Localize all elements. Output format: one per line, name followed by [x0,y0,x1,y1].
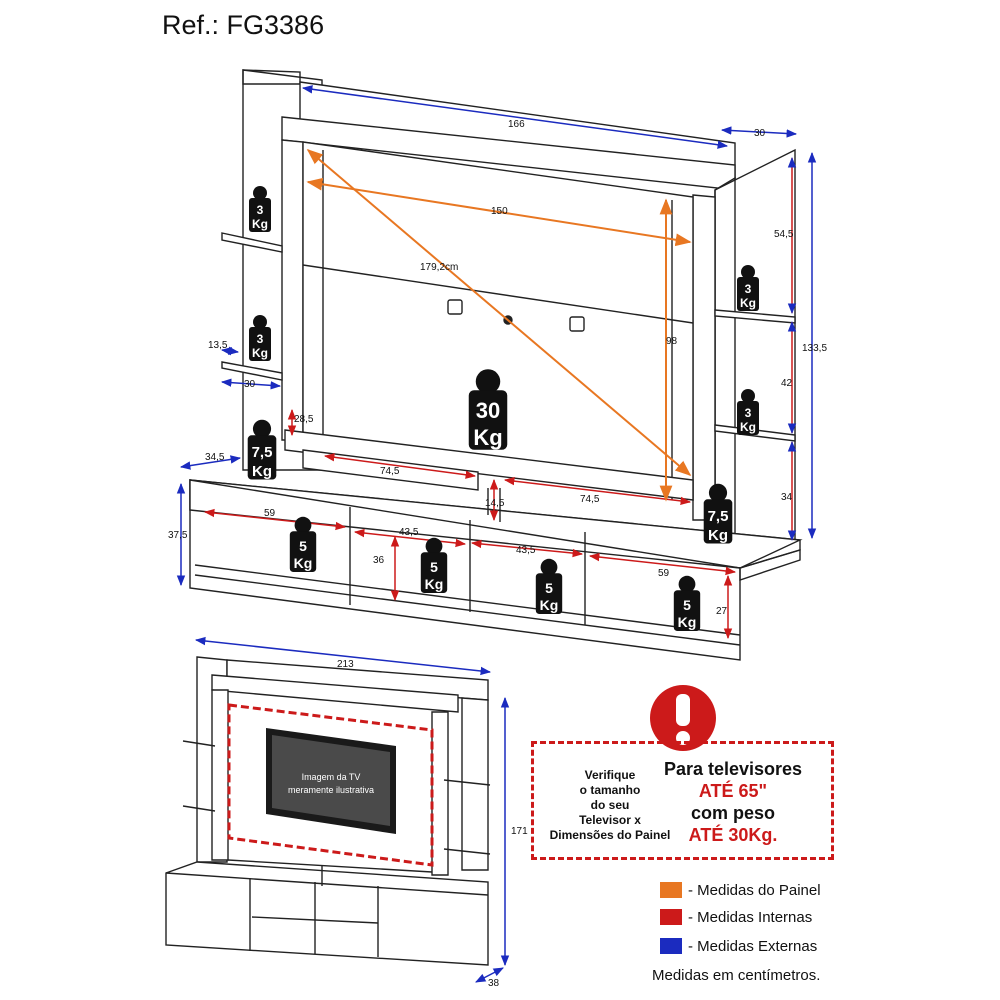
svg-text:Imagem da TV: Imagem da TV [302,772,361,782]
weight-icon-5kg-3: 5 Kg [535,558,563,614]
svg-text:5: 5 [299,538,307,554]
svg-text:5: 5 [430,559,438,575]
dim-comp-h2: 27 [716,606,728,617]
legend-internal: - Medidas Internas [660,909,812,926]
tv-limit-line3: com peso [690,803,776,823]
tv-limit-text: Para televisores ATÉ 65" com peso ATÉ 30… [659,758,807,846]
weight-icon-3kg-left-mid: 3 Kg [249,315,271,361]
dim-comp-4: 59 [658,568,670,579]
dimension-labels: 166 30 150 179,2cm 98 54,5 42 34 133,5 1… [168,119,827,989]
dim-top-width: 166 [508,119,525,130]
dim-comp-3: 43,5 [516,545,536,556]
weight-icon-7-5kg-left: 7,5 Kg [247,419,277,480]
dim-base-height: 37,5 [168,530,188,541]
dim-right-shelf-3: 34 [781,492,793,503]
weight-icon-5kg-1: 5 Kg [289,516,317,572]
legend-external-label: - Medidas Externas [688,938,818,955]
front-view-drawing [165,656,491,966]
svg-text:Kg: Kg [740,296,756,310]
dim-right-shelf-2: 42 [781,378,793,389]
tv-illustration: Imagem da TV meramente ilustrativa [266,728,396,834]
dim-side-gap: 28,5 [294,414,314,425]
svg-text:meramente ilustrativa: meramente ilustrativa [288,785,374,795]
dim-comp-h1: 36 [373,555,385,566]
tv-limit-line4: ATÉ 30Kg. [688,825,778,845]
dim-niche-a: 74,5 [380,466,400,477]
weight-icon-5kg-2: 5 Kg [420,537,448,593]
weight-icon-3kg-right-top: 3 Kg [737,265,759,311]
check-size-text: Verifique o tamanho do seu Televisor x D… [549,768,671,842]
legend-panel: - Medidas do Painel [660,882,821,899]
svg-text:Kg: Kg [708,527,728,544]
dim-comp-1: 59 [264,508,276,519]
svg-text:7,5: 7,5 [708,508,729,525]
svg-text:Kg: Kg [425,576,444,592]
svg-text:30: 30 [476,398,500,423]
dim-depth-top: 30 [754,128,766,139]
svg-text:3: 3 [257,332,264,346]
legend-external-swatch [660,938,682,954]
weight-icon-30kg: 30 Kg [468,369,508,450]
svg-text:Kg: Kg [740,420,756,434]
legend-external: - Medidas Externas [660,938,817,955]
dim-diagonal: 179,2cm [420,262,458,273]
tv-limit-line1: Para televisores [663,759,803,779]
svg-text:3: 3 [745,282,752,296]
dim-right-shelf-1: 54,5 [774,229,794,240]
svg-text:Kg: Kg [473,425,502,450]
legend-internal-label: - Medidas Internas [688,909,813,926]
dim-overall-depth: 38 [488,978,500,989]
dim-left-shelf-width: 30 [244,379,256,390]
svg-text:3: 3 [745,406,752,420]
legend-internal-swatch [660,909,682,925]
weight-icon-5kg-4: 5 Kg [673,575,701,631]
panel-dimension-lines [306,148,692,502]
svg-text:Kg: Kg [252,217,268,231]
legend-panel-swatch [660,882,682,898]
dim-base-depth: 34,5 [205,452,225,463]
dim-total-height: 133,5 [802,343,827,354]
reference-code: Ref.: FG3386 [162,10,325,40]
units-footnote: Medidas em centímetros. [652,967,821,984]
tv-area-outline [227,703,434,867]
weight-icon-7-5kg-right: 7,5 Kg [703,483,733,544]
dim-niche-h: 14,5 [485,498,505,509]
svg-text:3: 3 [257,203,264,217]
svg-text:Kg: Kg [294,555,313,571]
legend-panel-label: - Medidas do Painel [688,882,821,899]
tv-limit-line2: ATÉ 65" [698,781,768,801]
svg-text:5: 5 [545,580,553,596]
warning-exclamation-icon [650,685,716,751]
weight-icon-3kg-left-top: 3 Kg [249,186,271,232]
dim-overall-width: 213 [337,659,354,670]
dim-niche-b: 74,5 [580,494,600,505]
svg-text:5: 5 [683,597,691,613]
dim-panel-height: 98 [666,336,678,347]
dim-panel-width: 150 [491,206,508,217]
dim-comp-2: 43,5 [399,527,419,538]
svg-text:Kg: Kg [678,614,697,630]
dim-overall-height: 171 [511,826,528,837]
svg-text:Kg: Kg [252,346,268,360]
main-furniture-lines [189,69,803,661]
svg-text:Kg: Kg [252,463,272,480]
svg-text:7,5: 7,5 [252,444,273,461]
dim-left-shelf-depth: 13,5 [208,340,228,351]
external-dimension-lines [176,85,817,983]
weight-icon-3kg-right-mid: 3 Kg [737,389,759,435]
svg-text:Kg: Kg [540,597,559,613]
warning-box [531,741,834,860]
